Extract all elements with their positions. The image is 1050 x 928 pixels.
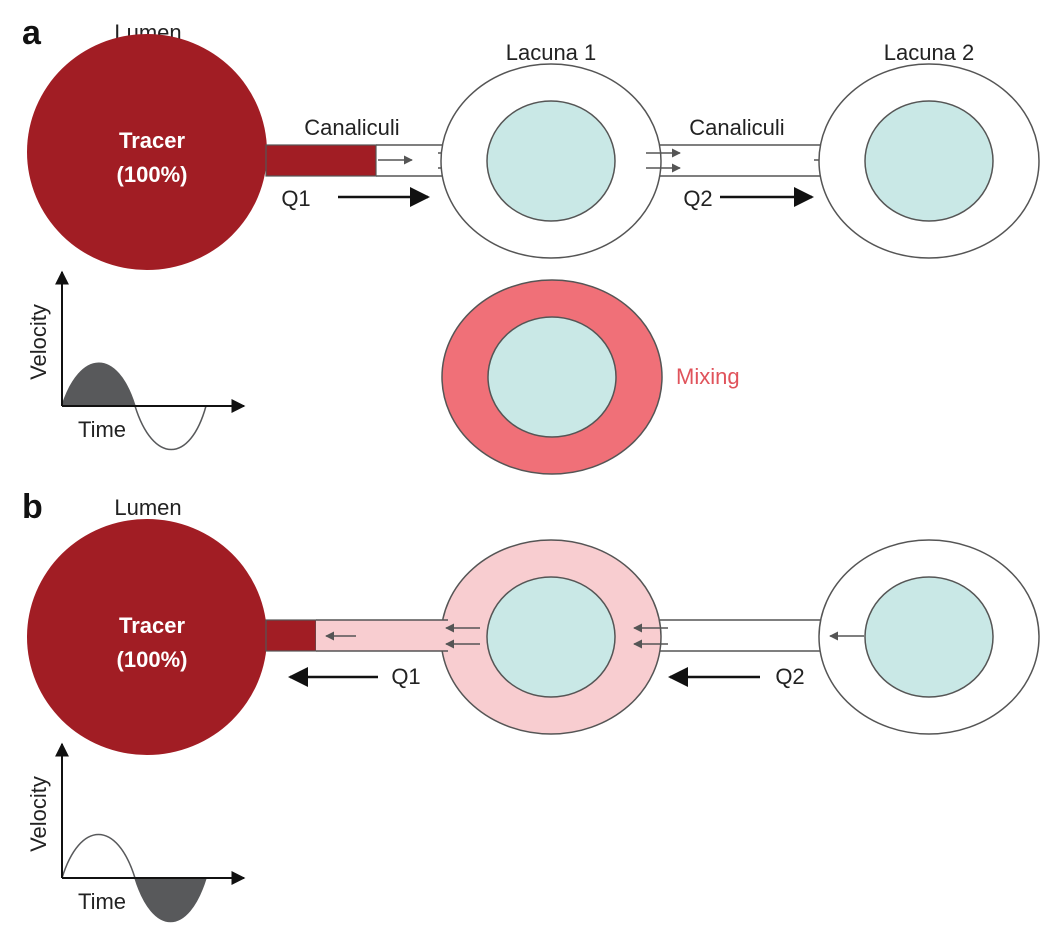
velocity-plot-a (55, 270, 246, 450)
negative-phase-fill-b (135, 878, 206, 922)
canaliculi-label-2-a: Canaliculi (689, 115, 784, 140)
mixing-label: Mixing (676, 364, 740, 389)
velocity-plot-b (55, 742, 246, 922)
lacuna-1-cell-b (486, 576, 616, 698)
tracer-label-a-line1: Tracer (119, 128, 185, 153)
panel-b: b Lumen Tracer (100%) Q1 Q2 (22, 488, 1040, 922)
tracer-label-a-line2: (100%) (117, 162, 188, 187)
velocity-label-a: Velocity (26, 304, 51, 380)
lacuna-2-cell-a (864, 100, 994, 222)
panel-a: a Lumen Tracer (100%) Canaliculi Q1 Lacu… (22, 14, 1040, 475)
canaliculus-1-b (265, 619, 480, 652)
q1-label-b: Q1 (391, 664, 420, 689)
lumen-label-b: Lumen (114, 495, 181, 520)
mixing-lacuna-cell (487, 316, 617, 438)
q2-label-b: Q2 (775, 664, 804, 689)
panel-b-label: b (22, 488, 43, 526)
panel-a-label: a (22, 14, 42, 52)
canaliculi-label-1-a: Canaliculi (304, 115, 399, 140)
time-label-a: Time (78, 417, 126, 442)
tracer-label-b-line2: (100%) (117, 647, 188, 672)
lacuna-2-cell-b (864, 576, 994, 698)
tracer-label-b-line1: Tracer (119, 613, 185, 638)
lacuna-2-label: Lacuna 2 (884, 40, 975, 65)
velocity-label-b: Velocity (26, 776, 51, 852)
lumen-circle-a (27, 34, 267, 270)
lumen-circle-b (27, 519, 267, 755)
canaliculus-2-a (646, 144, 849, 177)
lacuna-1-label: Lacuna 1 (506, 40, 597, 65)
time-label-b: Time (78, 889, 126, 914)
canaliculus-1-a (265, 144, 471, 177)
canaliculus-2-b (633, 619, 828, 652)
lacuna-1-cell-a (486, 100, 616, 222)
positive-phase-fill-a (62, 363, 135, 406)
q1-label-a: Q1 (281, 186, 310, 211)
q2-label-a: Q2 (683, 186, 712, 211)
